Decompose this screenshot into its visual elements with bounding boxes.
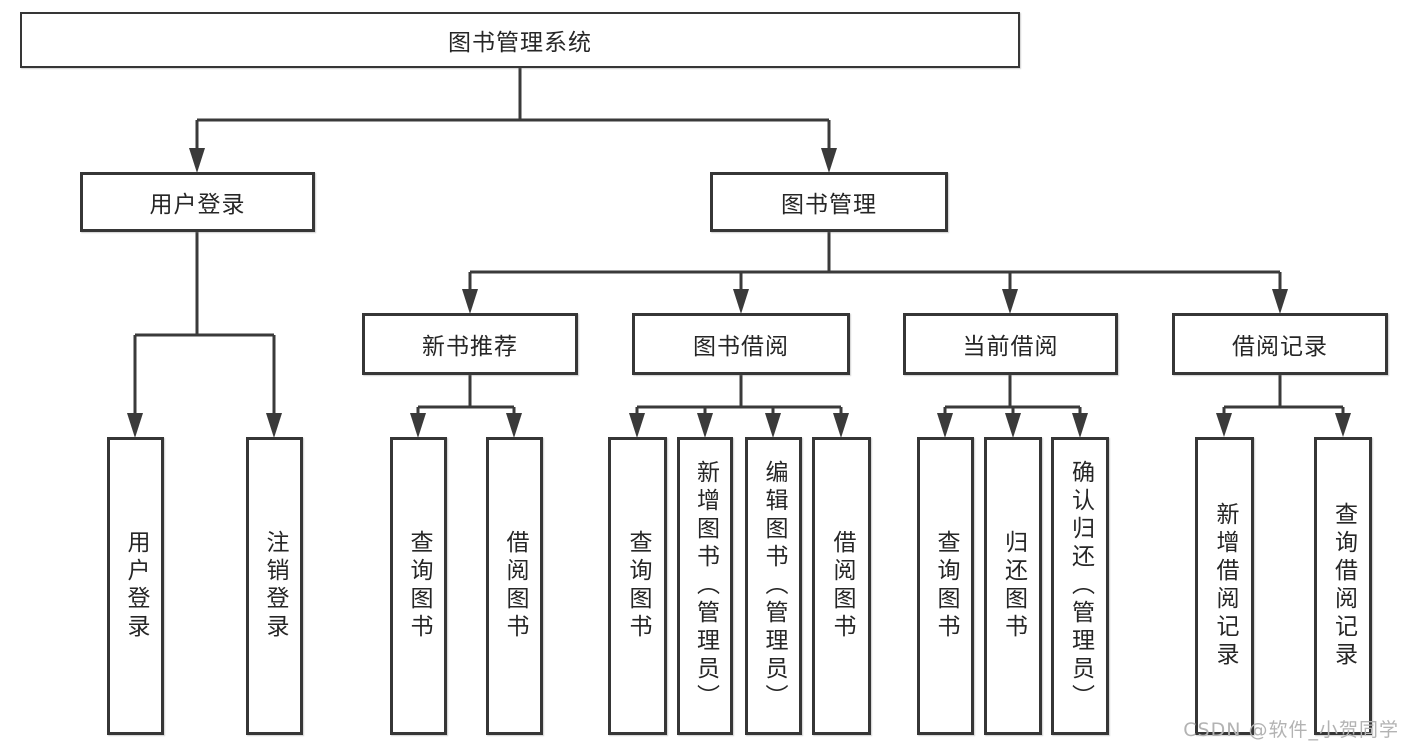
node-label: 用户登录 <box>149 192 246 218</box>
node-new-book-recommend: 新书推荐 <box>362 313 578 375</box>
node-current-borrowing: 当前借阅 <box>903 313 1118 375</box>
node-label: 新增图书（管理员） <box>692 460 719 712</box>
node-label: 借阅图书 <box>502 530 528 642</box>
node-label: 借阅记录 <box>1232 334 1328 360</box>
node-label: 注销登录 <box>262 530 288 642</box>
node-label: 编辑图书（管理员） <box>761 460 787 712</box>
node-label: 图书管理 <box>781 192 877 218</box>
node-leaf-query-books-3: 查询图书 <box>917 437 974 735</box>
node-label: 借阅图书 <box>829 530 855 642</box>
connector-current-borrow-children <box>937 375 1088 438</box>
node-library-system: 图书管理系统 <box>20 12 1020 68</box>
node-book-management: 图书管理 <box>710 172 948 232</box>
node-leaf-borrow-books-2: 借阅图书 <box>812 437 871 735</box>
connector-root-to-level2 <box>189 68 837 173</box>
node-label: 查询借阅记录 <box>1330 502 1357 670</box>
node-label: 查询图书 <box>625 530 651 642</box>
node-label: 图书管理系统 <box>448 30 592 56</box>
node-leaf-return-book: 归还图书 <box>984 437 1042 735</box>
csdn-watermark: CSDN @软件_小贺同学 <box>1183 719 1399 741</box>
node-label: 用户登录 <box>123 530 149 642</box>
node-leaf-query-borrow-record: 查询借阅记录 <box>1314 437 1372 735</box>
node-leaf-add-borrow-record: 新增借阅记录 <box>1195 437 1254 735</box>
node-leaf-user-login: 用户登录 <box>107 437 164 735</box>
connector-book-borrow-children <box>629 375 849 438</box>
connector-new-book-children <box>410 375 522 438</box>
node-label: 确认归还（管理员） <box>1067 460 1094 712</box>
node-label: 查询图书 <box>406 530 432 642</box>
node-leaf-logout: 注销登录 <box>246 437 303 735</box>
node-label: 归还图书 <box>1000 530 1027 642</box>
node-label: 当前借阅 <box>962 334 1059 360</box>
node-leaf-edit-book-admin: 编辑图书（管理员） <box>745 437 802 735</box>
node-leaf-query-books-2: 查询图书 <box>608 437 667 735</box>
node-label: 查询图书 <box>933 530 959 642</box>
node-leaf-confirm-return-admin: 确认归还（管理员） <box>1051 437 1109 735</box>
connector-borrow-record-children <box>1216 375 1351 437</box>
connector-book-mgmt-children <box>462 232 1288 314</box>
node-leaf-query-books-1: 查询图书 <box>390 437 447 735</box>
connector-user-login-children <box>127 232 282 438</box>
node-leaf-borrow-books-1: 借阅图书 <box>486 437 543 735</box>
node-label: 新书推荐 <box>422 334 518 360</box>
node-user-login: 用户登录 <box>80 172 315 232</box>
node-borrowing-records: 借阅记录 <box>1172 313 1388 375</box>
node-label: 图书借阅 <box>693 334 789 360</box>
node-leaf-add-book-admin: 新增图书（管理员） <box>677 437 733 735</box>
node-book-borrowing: 图书借阅 <box>632 313 850 375</box>
node-label: 新增借阅记录 <box>1212 502 1238 670</box>
